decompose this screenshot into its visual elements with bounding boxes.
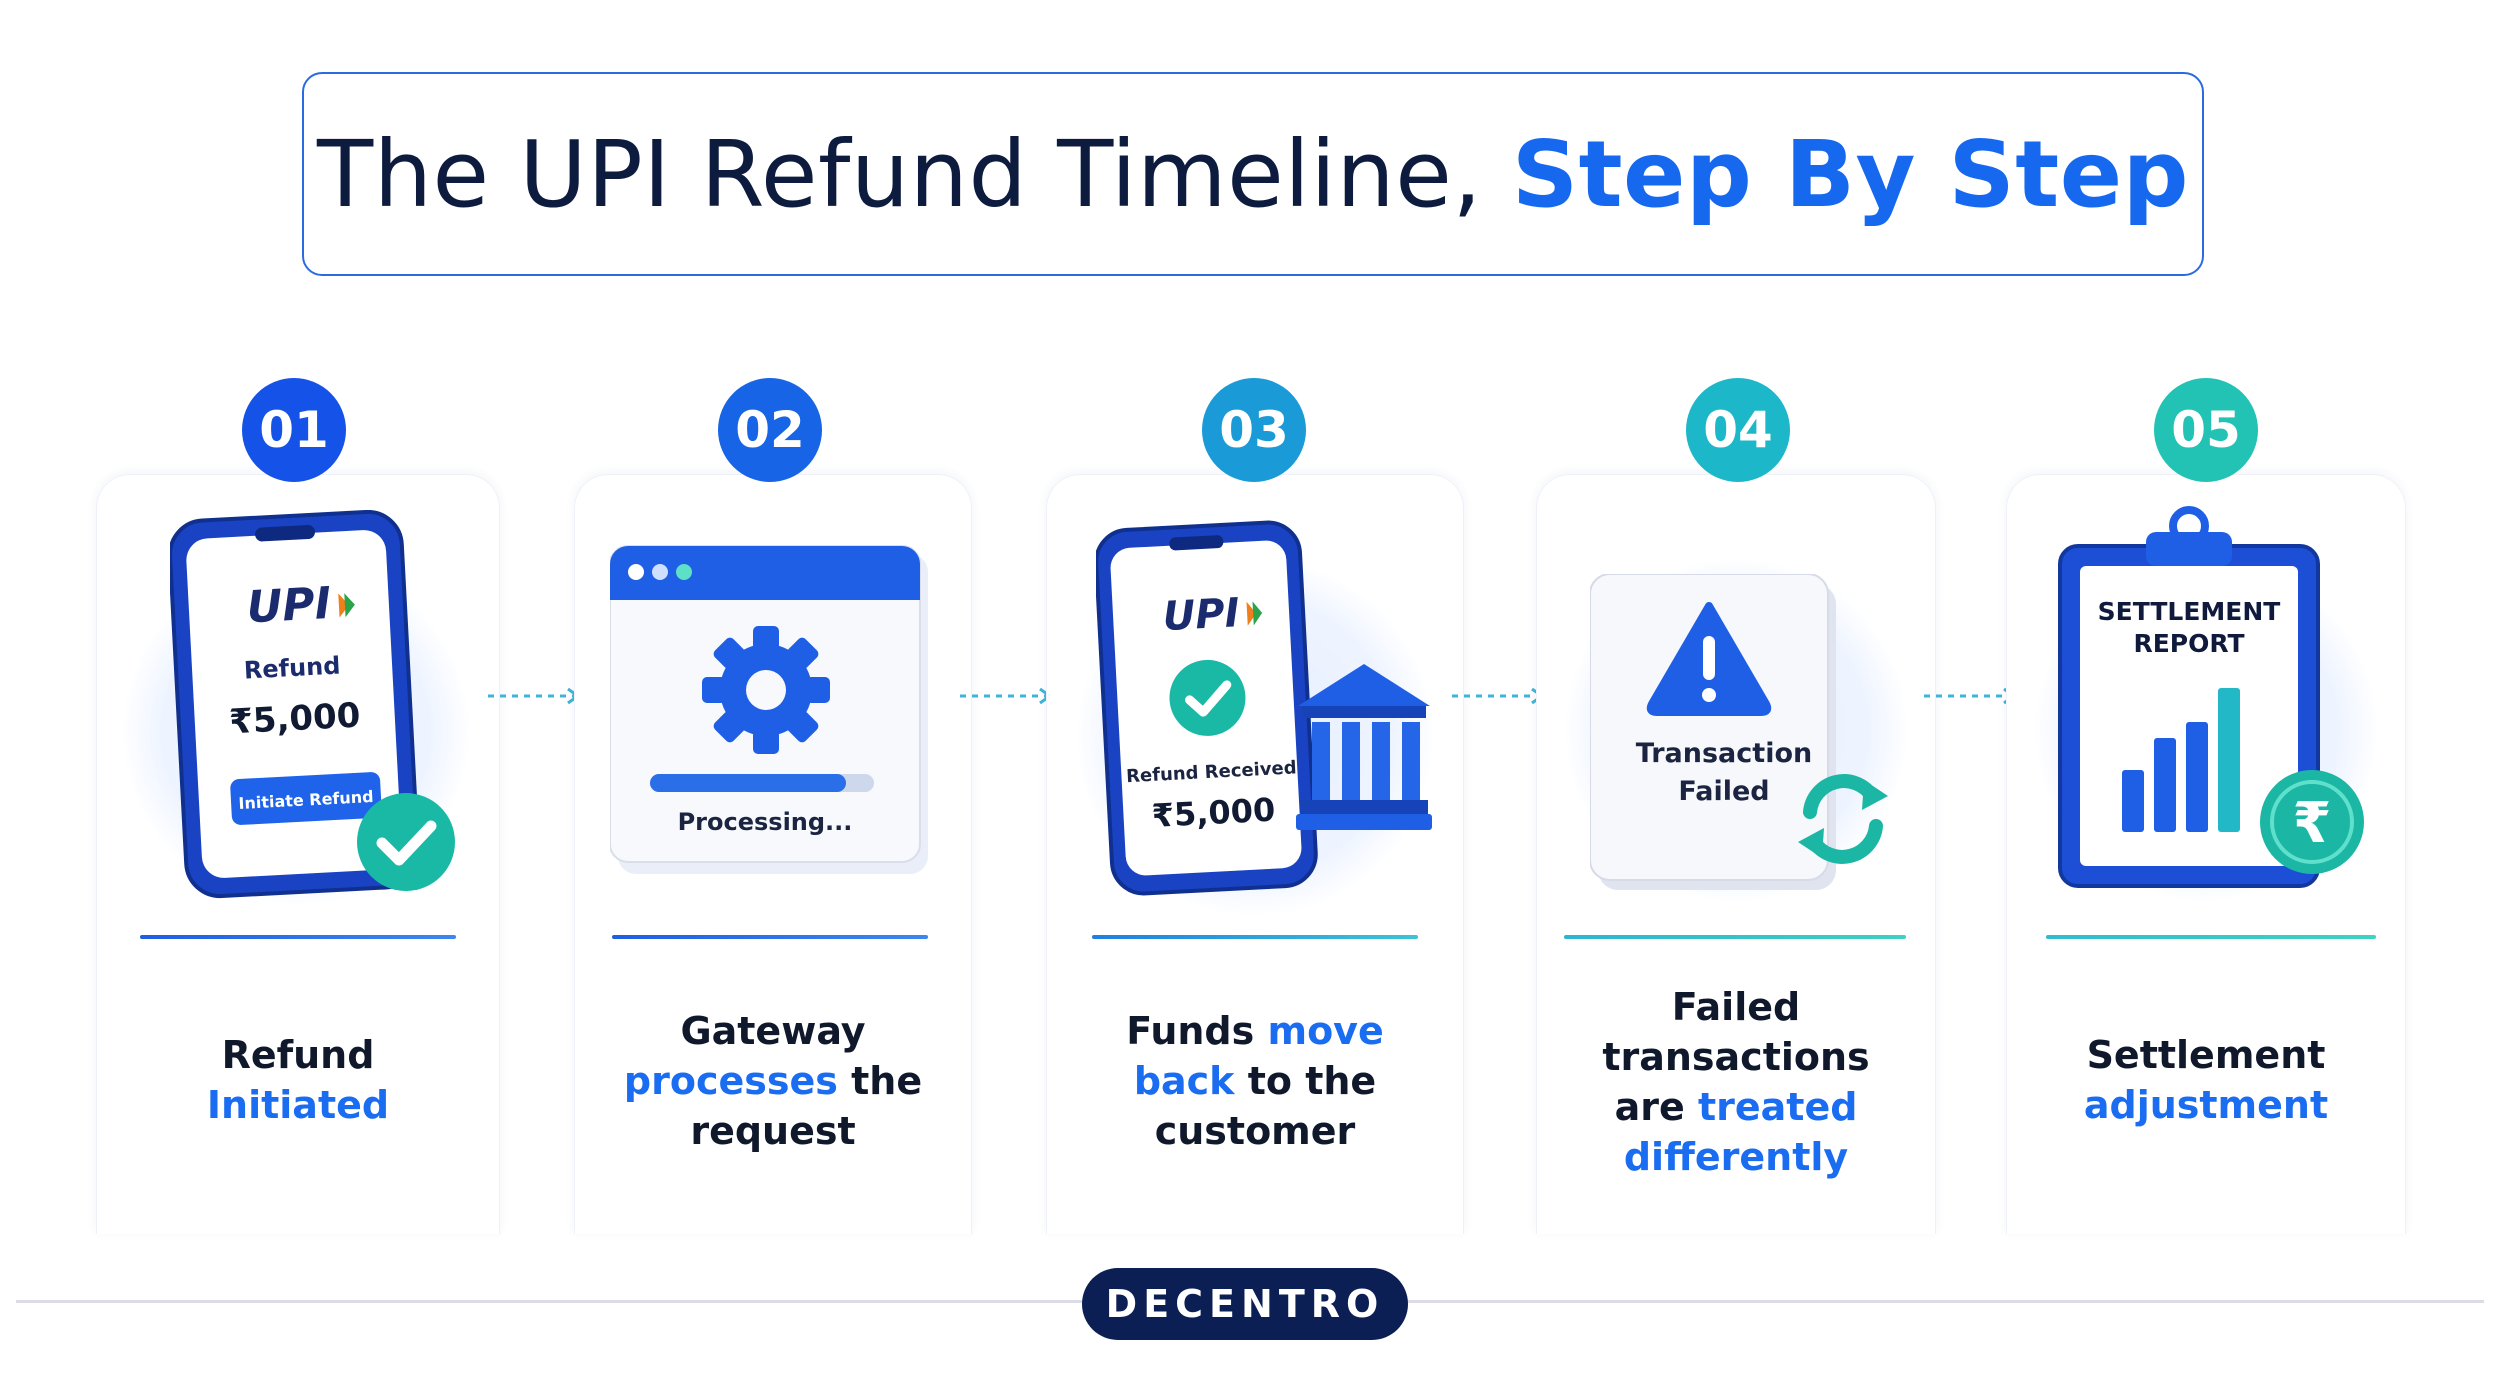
settlement-report-line2: REPORT	[2133, 629, 2244, 658]
step-divider-3	[1092, 935, 1418, 939]
refund-label: Refund	[243, 652, 341, 685]
progress-bar-fill	[650, 774, 846, 792]
received-amount: ₹5,000	[1151, 791, 1276, 835]
svg-text:₹: ₹	[2293, 791, 2332, 856]
browser-window-illustration: Processing...	[610, 545, 928, 874]
step-number-2: 02	[718, 378, 822, 482]
flow-arrow-2	[960, 687, 1053, 705]
transaction-failed-line1: Transaction	[1636, 738, 1812, 769]
rupee-icon: ₹	[2260, 770, 2364, 874]
title-highlight: Step By Step	[1511, 120, 2189, 228]
upi-logo-text: UPI	[245, 578, 332, 633]
settlement-report-line1: SETTLEMENT	[2098, 597, 2281, 626]
step-divider-2	[612, 935, 928, 939]
check-icon	[357, 793, 455, 891]
flow-arrow-1	[488, 687, 581, 705]
step-number-5: 05	[2154, 378, 2258, 482]
phone-illustration-1: UPI Refund ₹5,000 Initiate Refund	[170, 510, 420, 899]
page-title: The UPI Refund Timeline, Step By Step	[317, 120, 2189, 228]
transaction-failed-line2: Failed	[1678, 776, 1769, 807]
gear-icon	[702, 626, 830, 754]
clipboard-illustration: SETTLEMENT REPORT	[2058, 506, 2320, 888]
svg-text:UPI: UPI	[1162, 590, 1241, 640]
refresh-icon	[1798, 774, 1888, 864]
step-divider-1	[140, 935, 456, 939]
warning-icon	[1646, 602, 1772, 716]
failed-transaction-card: Transaction Failed	[1590, 574, 1836, 890]
refund-amount: ₹5,000	[228, 696, 361, 743]
step-divider-5	[2046, 935, 2376, 939]
phone-illustration-3: UPI Refund Received ₹5,000	[1096, 520, 1318, 896]
processing-label: Processing...	[678, 808, 853, 836]
decentro-logo: DECENTRO	[1082, 1268, 1408, 1340]
step-number-4: 04	[1686, 378, 1790, 482]
step-divider-4	[1564, 935, 1906, 939]
title-box: The UPI Refund Timeline, Step By Step	[302, 72, 2204, 276]
bar-chart-icon	[2122, 688, 2240, 832]
step-number-3: 03	[1202, 378, 1306, 482]
bank-icon	[1296, 664, 1432, 830]
step-number-1: 01	[242, 378, 346, 482]
